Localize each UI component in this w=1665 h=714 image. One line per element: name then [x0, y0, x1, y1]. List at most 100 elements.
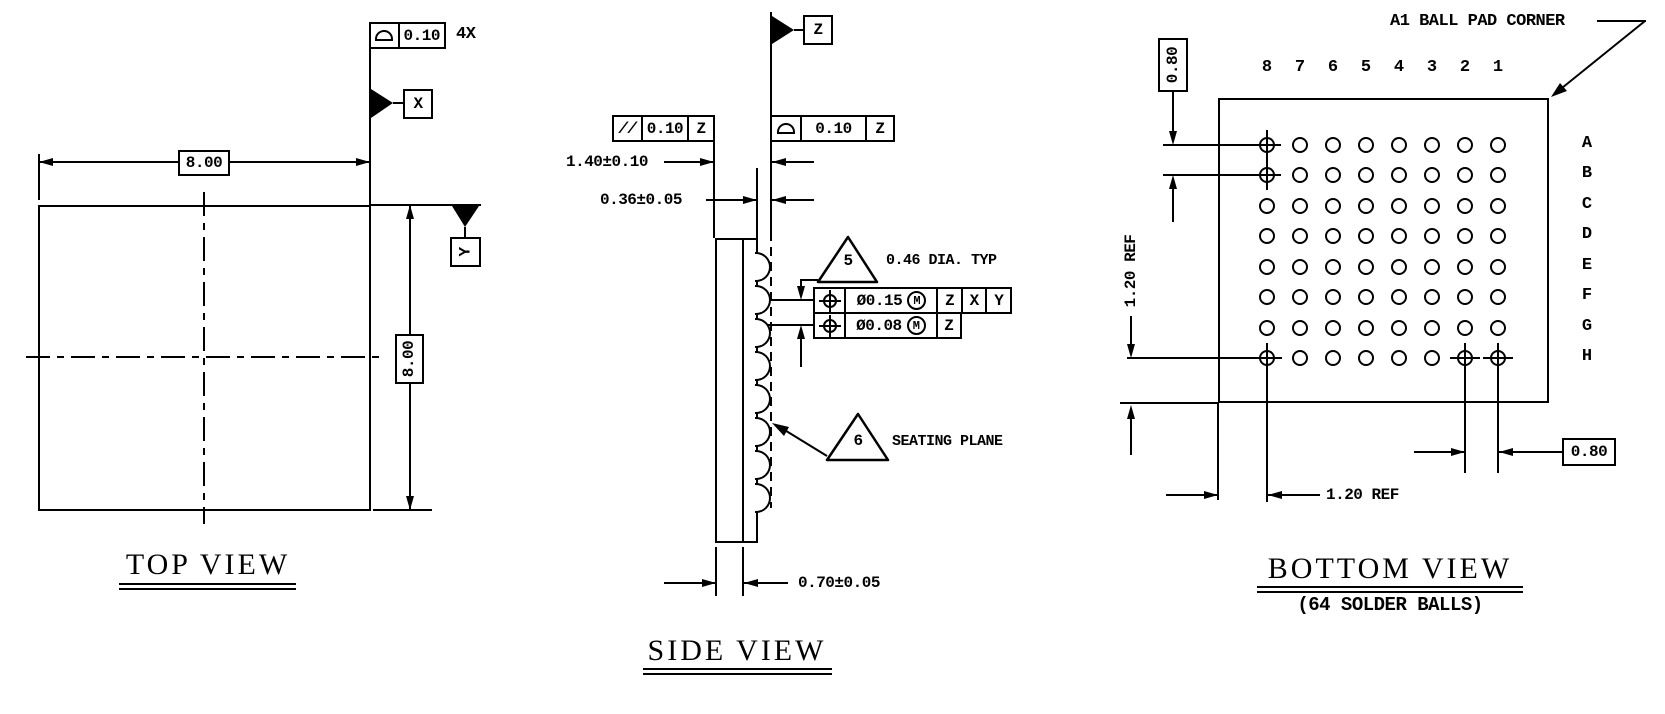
- solder-ball-H3: [1424, 350, 1440, 366]
- arrowhead-icon: [1451, 448, 1465, 456]
- side-solder-ball-1: [755, 252, 771, 282]
- bottom-view-subtitle: (64 SOLDER BALLS): [1297, 594, 1483, 616]
- datum-y-leader: [464, 227, 466, 237]
- solder-ball-E6: [1325, 259, 1341, 275]
- ball-note-text: 0.46 DIA. TYP: [886, 252, 997, 269]
- solder-ball-F2: [1457, 289, 1473, 305]
- arrowhead-icon: [39, 158, 53, 166]
- solder-ball-C1: [1490, 198, 1506, 214]
- solder-ball-D5: [1358, 228, 1374, 244]
- solder-ball-H6: [1325, 350, 1341, 366]
- row-b-extension-line: [1163, 174, 1281, 176]
- top-profile-fcf: 0.10: [369, 22, 446, 49]
- solder-ball-G2: [1457, 320, 1473, 336]
- seating-plane-dashed-line: [770, 232, 772, 508]
- width-dimension-box: 8.00: [178, 150, 230, 176]
- fcf-cell: [815, 289, 844, 312]
- solder-ball-D6: [1325, 228, 1341, 244]
- solder-ball-E1: [1490, 259, 1506, 275]
- column-label-5: 5: [1360, 58, 1372, 77]
- dimension-line: [1414, 451, 1465, 453]
- dimension-line: [664, 161, 714, 163]
- position-tolerance-1: Ø0.15: [856, 291, 903, 310]
- solder-ball-B5: [1358, 167, 1374, 183]
- title-underline: [1257, 586, 1523, 593]
- datum-y-extension-line: [371, 204, 481, 206]
- solder-ball-F4: [1391, 289, 1407, 305]
- fcf-cell: [815, 314, 844, 337]
- dimension-line: [1172, 92, 1174, 132]
- solder-ball-C6: [1325, 198, 1341, 214]
- height-dimension-value: 8.00: [400, 340, 419, 378]
- solder-ball-C2: [1457, 198, 1473, 214]
- overall-height-dim-text: 1.40±0.10: [566, 153, 648, 171]
- arrowhead-icon: [1127, 405, 1135, 419]
- arrowhead-icon: [797, 286, 805, 300]
- solder-ball-A7: [1292, 137, 1308, 153]
- flag-6-number: 6: [853, 432, 863, 450]
- solder-ball-A5: [1358, 137, 1374, 153]
- mmc-modifier-icon: M: [906, 316, 926, 335]
- dimension-line: [39, 161, 178, 163]
- solder-ball-B1: [1490, 167, 1506, 183]
- dimension-line: [664, 582, 716, 584]
- dimension-line: [230, 161, 370, 163]
- fcf-cell: Z: [687, 117, 713, 140]
- solder-ball-F7: [1292, 289, 1308, 305]
- title-underline: [643, 668, 832, 675]
- horizontal-centerline: [26, 356, 385, 358]
- extension-line: [756, 168, 758, 238]
- standoff-dim-text: 0.36±0.05: [600, 191, 682, 209]
- datum-y-triangle-icon: [452, 206, 479, 227]
- solder-ball-G3: [1424, 320, 1440, 336]
- profile-symbol-icon: [375, 30, 394, 41]
- title-underline: [119, 583, 296, 590]
- solder-ball-B2: [1457, 167, 1473, 183]
- datum-x-box: X: [403, 89, 433, 119]
- solder-ball-F1: [1490, 289, 1506, 305]
- h2-extension-line: [1464, 343, 1466, 473]
- side-solder-ball-4: [755, 351, 771, 381]
- solder-ball-A1: [1490, 137, 1506, 153]
- extension-line-datum-x: [369, 48, 371, 205]
- parallelism-fcf: // 0.10 Z: [612, 115, 715, 142]
- dimension-line: [1130, 316, 1132, 344]
- body-inner-line: [742, 240, 744, 541]
- side-view-title: SIDE VIEW: [647, 634, 827, 667]
- column-label-2: 2: [1459, 58, 1471, 77]
- arrowhead-icon: [772, 196, 786, 204]
- arrowhead-icon: [1268, 491, 1282, 499]
- side-solder-ball-2: [755, 285, 771, 315]
- extension-line: [38, 154, 40, 200]
- datum-y-label: Y: [456, 247, 475, 257]
- bottom-view-title: BOTTOM VIEW: [1267, 552, 1513, 585]
- extension-line: [742, 547, 744, 596]
- row-pitch-dim-value: 0.80: [1164, 46, 1182, 84]
- arrowhead-icon: [356, 158, 370, 166]
- fcf-cell: X: [960, 289, 986, 312]
- solder-ball-D7: [1292, 228, 1308, 244]
- fcf-count-label: 4X: [456, 25, 476, 44]
- fcf-cell: [371, 24, 398, 47]
- top-view-title: TOP VIEW: [125, 548, 291, 581]
- bottom-edge-extension-line: [1120, 402, 1218, 404]
- h8-extension-line: [1266, 343, 1268, 502]
- row-h-extension-line: [1127, 357, 1282, 359]
- extension-line: [373, 509, 432, 511]
- extension-line: [713, 142, 715, 238]
- solder-ball-E2: [1457, 259, 1473, 275]
- datum-z-triangle-icon: [772, 16, 794, 44]
- fcf-cell: 0.10: [800, 117, 865, 140]
- edge-offset-vertical-dim-text: 1.20 REF: [1122, 234, 1140, 308]
- solder-ball-D4: [1391, 228, 1407, 244]
- arrowhead-icon: [700, 158, 714, 166]
- fcf-cell: Z: [864, 117, 893, 140]
- solder-ball-H7: [1292, 350, 1308, 366]
- column-label-6: 6: [1327, 58, 1339, 77]
- dimension-line: [409, 384, 411, 510]
- arrowhead-icon: [743, 196, 757, 204]
- column-pitch-dim-box: 0.80: [1562, 438, 1616, 466]
- fcf-cell: 0.10: [397, 24, 445, 47]
- fcf-cell: 0.10: [640, 117, 687, 140]
